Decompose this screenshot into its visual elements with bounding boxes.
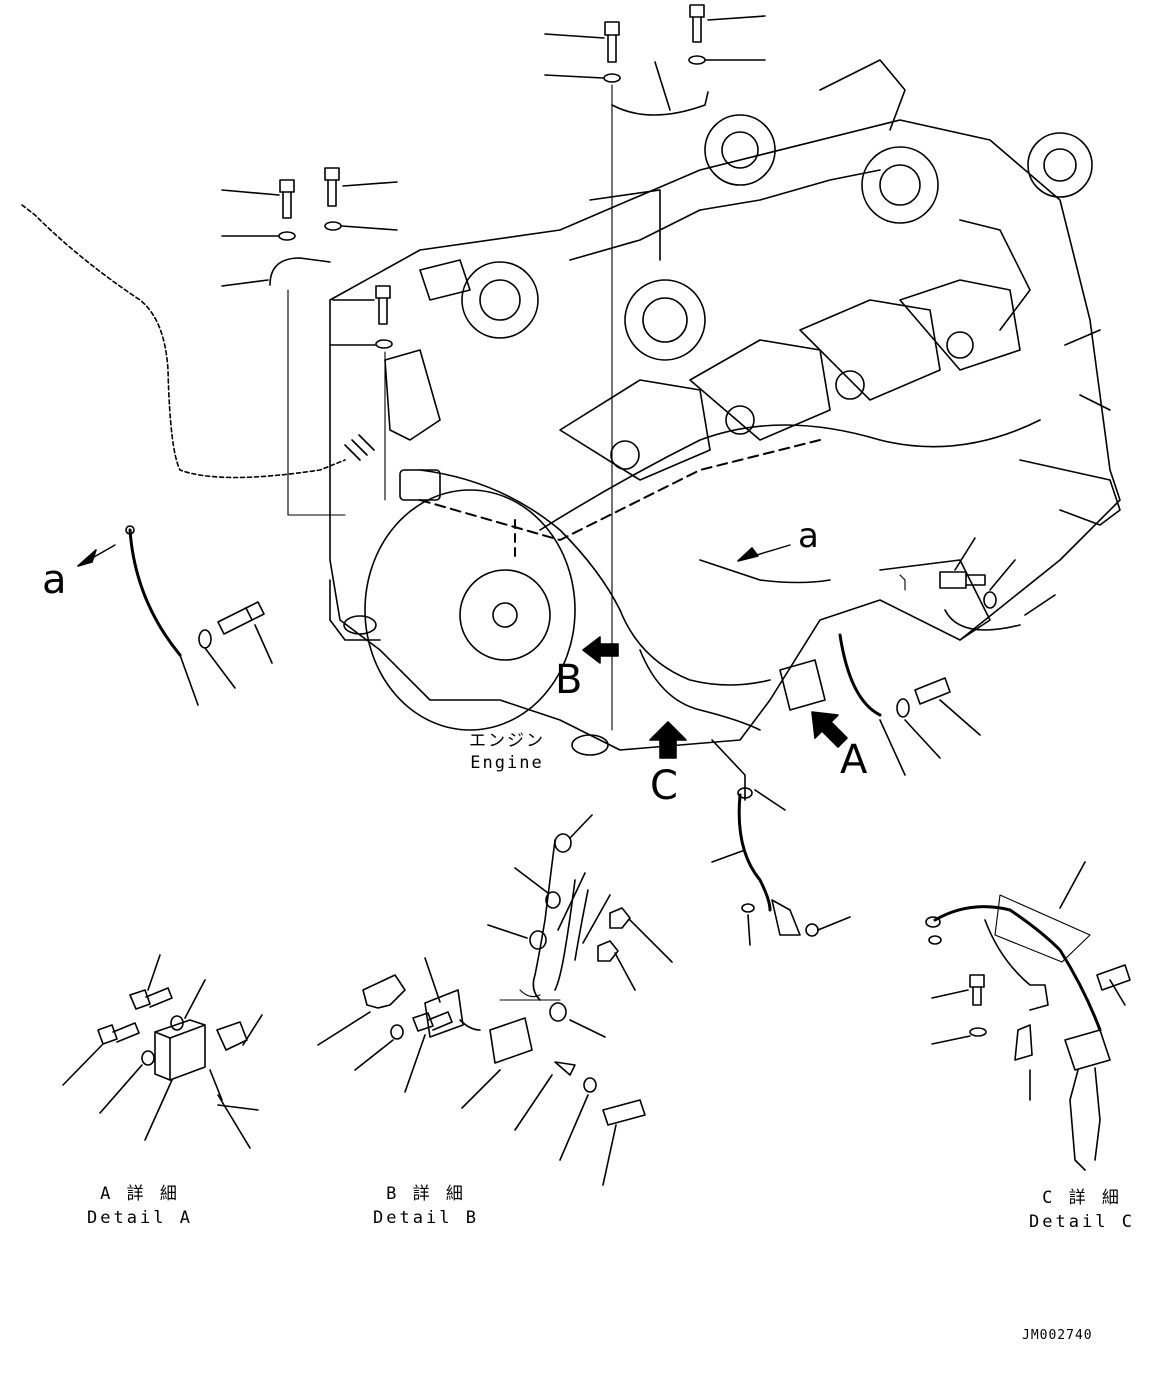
center-sensor-cable [711,739,851,946]
right-side-hardware [737,329,1111,776]
relay-icon [424,989,464,1038]
washer-icon [603,73,621,83]
nut-icon [597,940,619,962]
bracket-icon [1014,1024,1033,1061]
detail-a-illustration [62,954,263,1149]
bolt-icon [969,974,985,1006]
sensor-cable [21,204,346,479]
bolt-icon [689,4,705,43]
ground-strap-icon [269,257,331,286]
detail-c-caption-jp: C 詳 細 [1042,1188,1122,1208]
nut-icon [609,907,631,929]
harness-icon [532,839,556,1001]
detail-b-caption-en: Detail B [373,1208,479,1228]
view-label-a-right: a [798,516,819,556]
detail-b-illustration [317,814,673,1186]
bolt-icon [97,1022,140,1045]
engine-illustration [329,59,1121,756]
bolt-icon [324,167,340,207]
view-arrow-a-icon [811,711,848,748]
arrow-icon [737,547,759,562]
arrow-icon [77,549,97,567]
engine-label-en: Engine [470,753,544,773]
controller-box-icon [154,1019,206,1081]
bolt-icon [939,571,986,589]
detail-c-caption: C 詳 細 Detail C [1020,1186,1144,1234]
view-arrow-b-icon [582,636,619,664]
sensor-icon [1064,1029,1111,1071]
bolt-icon [1096,964,1131,991]
washer-icon [278,231,296,241]
top-bolt-group [544,4,766,731]
washer-icon [688,55,706,65]
detail-c-caption-en: Detail C [1029,1212,1135,1232]
view-label-b: B [555,657,583,703]
ground-strap-icon [611,91,709,116]
bolt-icon [412,1011,453,1032]
detail-a-caption-jp: A 詳 細 [100,1184,180,1204]
washer-icon [390,1024,404,1040]
washer-icon [375,339,393,349]
washer-icon [896,698,910,718]
ground-strap-icon [944,609,1021,631]
detail-b-caption: B 詳 細 Detail B [366,1182,486,1230]
detail-a-caption: A 詳 細 Detail A [80,1182,200,1230]
bolt-icon [217,601,265,635]
bolt-icon [129,987,173,1010]
view-arrow-c-icon [649,721,687,759]
view-label-a-left: a [42,557,67,603]
bolt-icon [602,1099,646,1126]
washer-icon [583,1077,597,1093]
drawing-code: JM002740 [1022,1328,1093,1343]
bolt-icon [604,21,620,63]
detail-b-caption-jp: B 詳 細 [386,1184,466,1204]
view-arrows [582,636,848,759]
engine-label: エンジン Engine [452,730,562,774]
detail-c-illustration [925,861,1131,1171]
bolt-icon [375,285,391,325]
detail-a-caption-en: Detail A [87,1208,193,1228]
relay-icon [489,1017,533,1064]
left-ground-cable [77,525,273,706]
washer-icon [969,1027,987,1037]
relay-icon [216,1021,248,1051]
view-label-a: A [840,737,868,783]
left-upper-hardware [21,167,398,516]
bolt-icon [279,179,295,219]
washer-icon [324,221,342,231]
view-label-c: C [650,763,678,809]
harness-icon [933,905,1102,1032]
bracket-icon [362,974,406,1009]
washer-icon [141,1050,155,1066]
bolt-icon [914,677,951,705]
engine-label-jp: エンジン [469,731,545,751]
washer-icon [198,629,212,649]
washer-icon [983,591,997,609]
